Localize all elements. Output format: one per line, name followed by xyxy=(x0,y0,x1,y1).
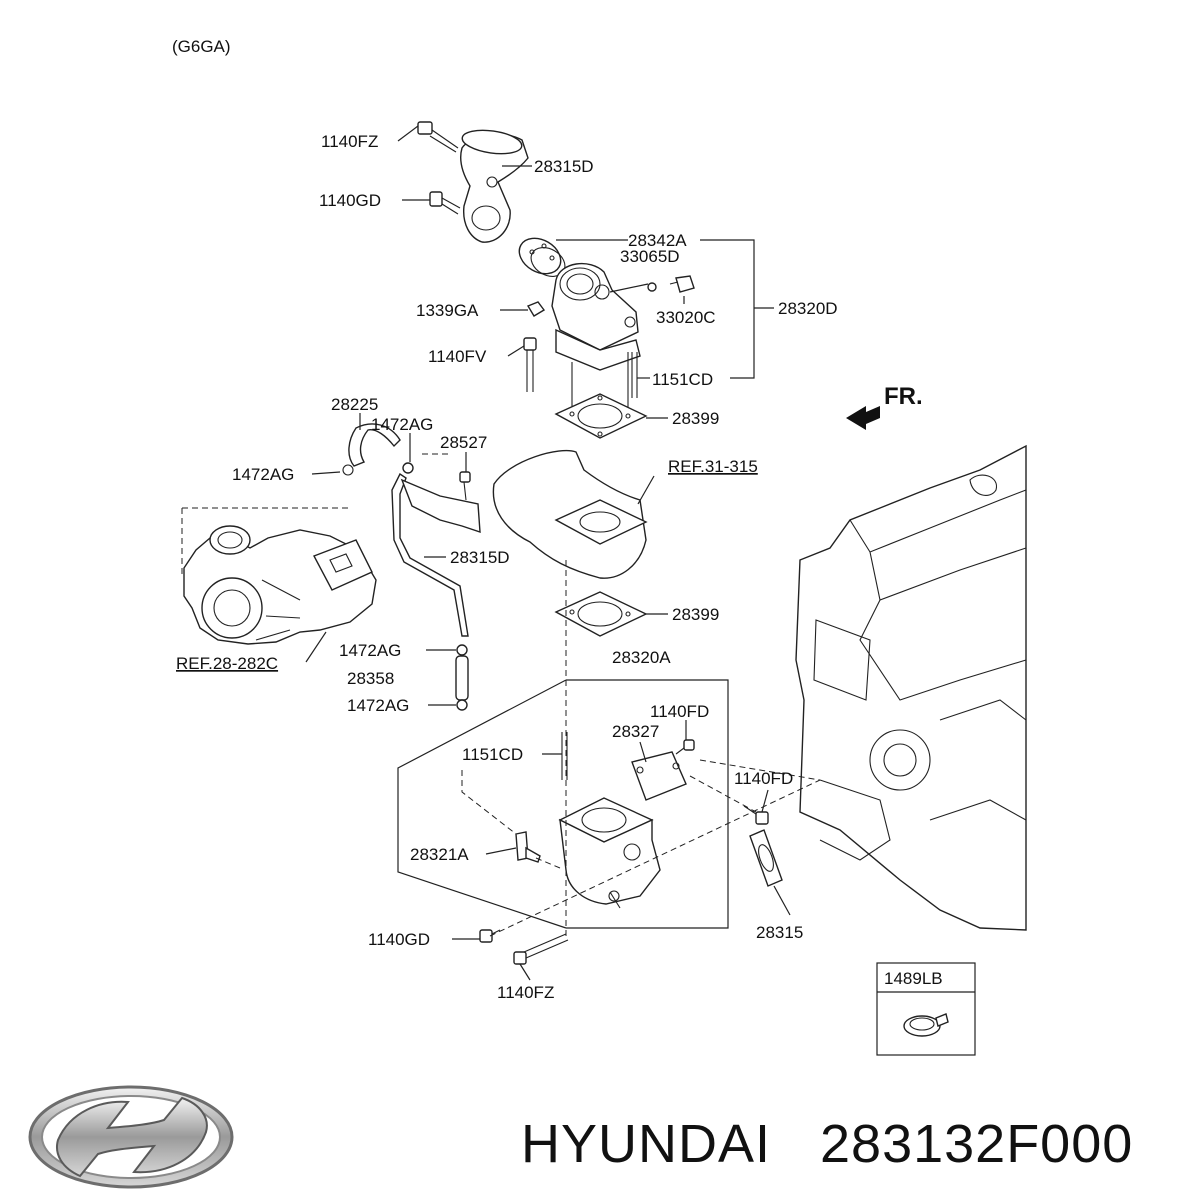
callout-1472ag-b: 1472AG xyxy=(232,465,294,484)
callout-1472ag-a: 1472AG xyxy=(371,415,433,434)
callout-33065d: 33065D xyxy=(620,247,680,266)
hyundai-logo xyxy=(28,1085,234,1189)
callout-1140gd-bottom: 1140GD xyxy=(368,930,430,949)
part-number: 283132F000 xyxy=(820,1114,1133,1174)
bolt-1140fd-b-part xyxy=(743,805,769,825)
callout-28399-top: 28399 xyxy=(672,409,719,428)
callout-1140fd-a: 1140FD xyxy=(650,702,709,721)
bolt-28527-part xyxy=(459,471,471,501)
callout-28320a: 28320A xyxy=(612,648,671,667)
turbocharger-ref28-282c-part xyxy=(183,525,377,645)
gasket-28399-top-part xyxy=(554,393,648,439)
assembly-28320a-frame xyxy=(397,679,729,929)
bolt-1140fz-top-part xyxy=(417,121,459,153)
callout-1140fd-b: 1140FD xyxy=(734,769,793,788)
callout-28527: 28527 xyxy=(440,433,487,452)
alignment-lines xyxy=(181,453,821,940)
stud-1151cd-bottom-part xyxy=(561,732,568,780)
egr-valve-28320d-part xyxy=(551,262,641,420)
nut-1339ga-part xyxy=(526,301,546,317)
callout-labels: 1140FZ 28315D 1140GD 28342A 33065D 1339G… xyxy=(176,132,838,1002)
engine-block-part xyxy=(795,444,1027,931)
cooler-ref31-315-part xyxy=(492,450,648,579)
callout-ref28-282c: REF.28-282C xyxy=(176,654,278,673)
callout-28315: 28315 xyxy=(756,923,803,942)
gasket-28399-mid-part xyxy=(554,591,648,637)
bolt-1140fd-a-part xyxy=(675,739,695,755)
elbow-28315d-part xyxy=(460,129,529,243)
gasket-28315-part xyxy=(749,829,783,887)
callout-1151cd-top: 1151CD xyxy=(652,370,713,389)
engine-code-label: (G6GA) xyxy=(172,37,231,56)
hose-28225-part xyxy=(342,423,401,476)
brand-name: HYUNDAI xyxy=(521,1114,771,1174)
clamp-1472ag-a-part xyxy=(402,462,414,474)
callout-1489lb: 1489LB xyxy=(884,969,943,988)
clamp-1472ag-d-part xyxy=(456,699,468,711)
callout-28320d: 28320D xyxy=(778,299,838,318)
callout-33020c: 33020C xyxy=(656,308,716,327)
bolt-1140fv-part xyxy=(523,337,537,392)
egr-cooler-28320a-part xyxy=(558,797,661,909)
stud-1151cd-top-part xyxy=(631,352,638,398)
callout-1140fz-top: 1140FZ xyxy=(321,132,378,151)
callout-1140fz-bottom: 1140FZ xyxy=(497,983,554,1002)
callout-1140fv: 1140FV xyxy=(428,347,487,366)
callout-1472ag-c: 1472AG xyxy=(339,641,401,660)
bolt-1140gd-bottom-part xyxy=(479,929,501,943)
bolt-1140fz-bottom-part xyxy=(513,933,569,965)
callout-1339ga: 1339GA xyxy=(416,301,479,320)
callout-ref31-315: REF.31-315 xyxy=(668,457,758,476)
callout-28399-mid: 28399 xyxy=(672,605,719,624)
callout-28342a: 28342A xyxy=(628,231,687,250)
callout-1151cd-bottom: 1151CD xyxy=(462,745,523,764)
front-direction-arrow xyxy=(846,406,880,430)
seal-33065d-part xyxy=(647,282,657,292)
leader-lines xyxy=(305,125,791,981)
clamp-1489lb-box: 1489LB xyxy=(876,962,976,1056)
callout-28315d-mid: 28315D xyxy=(450,548,510,567)
bolt-1140gd-top-part xyxy=(429,191,461,215)
fitting-28321a-part xyxy=(515,831,541,863)
callout-1472ag-d: 1472AG xyxy=(347,696,409,715)
hose-28358-part xyxy=(455,655,469,701)
callout-28321a: 28321A xyxy=(410,845,469,864)
bracket-28327-part xyxy=(631,751,687,801)
sensor-33020c-part xyxy=(669,275,695,293)
callout-28225: 28225 xyxy=(331,395,378,414)
front-direction-label: FR. xyxy=(884,383,923,410)
callout-28358: 28358 xyxy=(347,669,394,688)
clamp-1472ag-c-part xyxy=(456,644,468,656)
sleeve-28342a-part xyxy=(518,237,566,277)
pipe-28315d-mid-part xyxy=(391,472,481,637)
callout-1140gd-top: 1140GD xyxy=(319,191,381,210)
callout-28327: 28327 xyxy=(612,722,659,741)
callout-28315d-top: 28315D xyxy=(534,157,594,176)
clamp-1489lb-part xyxy=(903,1013,949,1037)
